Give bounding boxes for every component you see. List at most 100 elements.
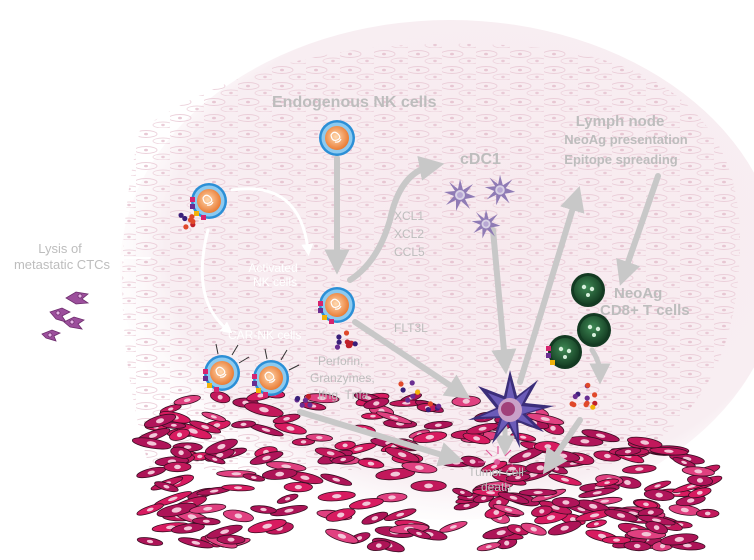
tumor-cell (547, 520, 582, 536)
cytokine-dot (345, 343, 351, 349)
tumor-cell (672, 457, 696, 468)
tumor-cell (192, 517, 221, 526)
tumor-cell (317, 490, 356, 502)
tumor-cell (136, 537, 164, 546)
tumor-cell (314, 447, 347, 460)
label-ccl5: CCL5 (394, 245, 425, 259)
cytokine-dot (590, 404, 596, 410)
tumor-cell (604, 509, 638, 522)
tumor-cell (204, 438, 238, 455)
label-car-nk-cells: CAR-NK cells (228, 328, 302, 342)
tumor-cell (497, 491, 530, 504)
cytokine-dot (183, 224, 189, 230)
tumor-cell (366, 540, 391, 551)
cytokine-dot (352, 341, 358, 347)
tumor-cell (423, 420, 453, 430)
label-death: death (480, 480, 512, 494)
tumor-cell (622, 464, 657, 474)
tumor-cell (578, 487, 617, 498)
tumor-cell (644, 480, 672, 492)
tumor-cell (131, 437, 172, 450)
label-activated: Activated (248, 261, 298, 275)
label-cd8-t-cells: CD8+ T cells (600, 302, 690, 319)
cytokine-dot (592, 400, 598, 406)
tumor-cell (206, 524, 243, 539)
tumor-cell (401, 461, 438, 474)
ctc-group (41, 291, 90, 342)
tumor-cell (163, 461, 192, 473)
tumor-cell (136, 466, 167, 479)
cytokine-dot (585, 382, 591, 388)
cytokine-dot (569, 401, 575, 407)
tumor-cell (637, 514, 676, 526)
tumor-cell (460, 455, 485, 468)
tumor-cell (331, 455, 356, 464)
tumor-cell (551, 496, 581, 508)
tumor-cell (623, 540, 651, 552)
label-xcl2: XCL2 (394, 227, 425, 241)
tumor-cell (204, 454, 226, 465)
tumor-cell (675, 495, 706, 507)
cytokine-dot (336, 339, 342, 345)
tumor-cell (291, 437, 316, 446)
tumor-cell (681, 466, 715, 477)
tumor-cell (410, 480, 447, 492)
label-endogenous-nk-cells: Endogenous NK cells (272, 94, 437, 111)
tumor-cell (645, 521, 668, 535)
tumor-cell (505, 473, 531, 482)
tumor-cell (601, 536, 632, 545)
tumor-cell (266, 461, 307, 472)
cytokine-dot (436, 403, 442, 409)
arrow-dc-to-lymph-node (517, 185, 585, 385)
cytokine-dot (182, 215, 188, 222)
tumor-cell (325, 508, 356, 522)
tumor-cell (412, 431, 448, 444)
cytokine-dot (190, 218, 196, 225)
tumor-cell (481, 461, 508, 473)
tumor-cell (531, 505, 553, 518)
tumor-cell (626, 436, 663, 449)
arrows (297, 155, 661, 475)
label-neoag-presentation: NeoAg presentation (564, 132, 688, 147)
label-cdc1: cDC1 (460, 151, 501, 168)
label-activated-nk-cells: NK cells (252, 275, 297, 289)
tumor-cell (283, 481, 313, 493)
cytokine-dot (584, 400, 590, 406)
tumor-cell (276, 493, 299, 504)
tumor-cell (643, 489, 675, 501)
arrow-car-nk-activation (230, 187, 314, 256)
cytokine-dot (405, 397, 411, 403)
tumor-cell (222, 509, 254, 523)
cytokine-dot (334, 344, 341, 350)
tumor-cell (492, 504, 525, 516)
tumor-cell (189, 503, 227, 514)
cytokine-dot (415, 389, 421, 395)
arrow-car-nk-expansion (200, 228, 233, 334)
cytokine-dot (336, 334, 342, 340)
tumor-cell (361, 511, 389, 525)
tumor-cell (384, 447, 420, 463)
ctc-cell (49, 307, 71, 323)
tumor-cell (637, 507, 664, 518)
tumor-cell (349, 497, 384, 510)
cytokine-dot (572, 393, 578, 400)
cytokine-dot (178, 212, 184, 218)
cytokine-dot (307, 402, 313, 408)
tumor-cell (688, 487, 712, 499)
cytokine-dot (410, 393, 416, 399)
tumor-cell (161, 421, 187, 429)
tumor-cell (177, 537, 214, 549)
cytokine-dots (178, 212, 598, 413)
tumor-cell (305, 433, 333, 442)
arrow-car-nk-to-tumor (297, 409, 465, 467)
tumor-cell (334, 440, 356, 451)
tumor-cell (585, 519, 607, 529)
tumor-cell (210, 391, 231, 404)
tumor-cell (325, 528, 359, 544)
tumor-cell (476, 542, 501, 552)
cytokine-dot (425, 407, 431, 413)
tumor-cell (614, 447, 642, 456)
tumor-cell (154, 481, 179, 493)
label-ifng-tnfa: Ifng, Tnfa (318, 388, 369, 402)
